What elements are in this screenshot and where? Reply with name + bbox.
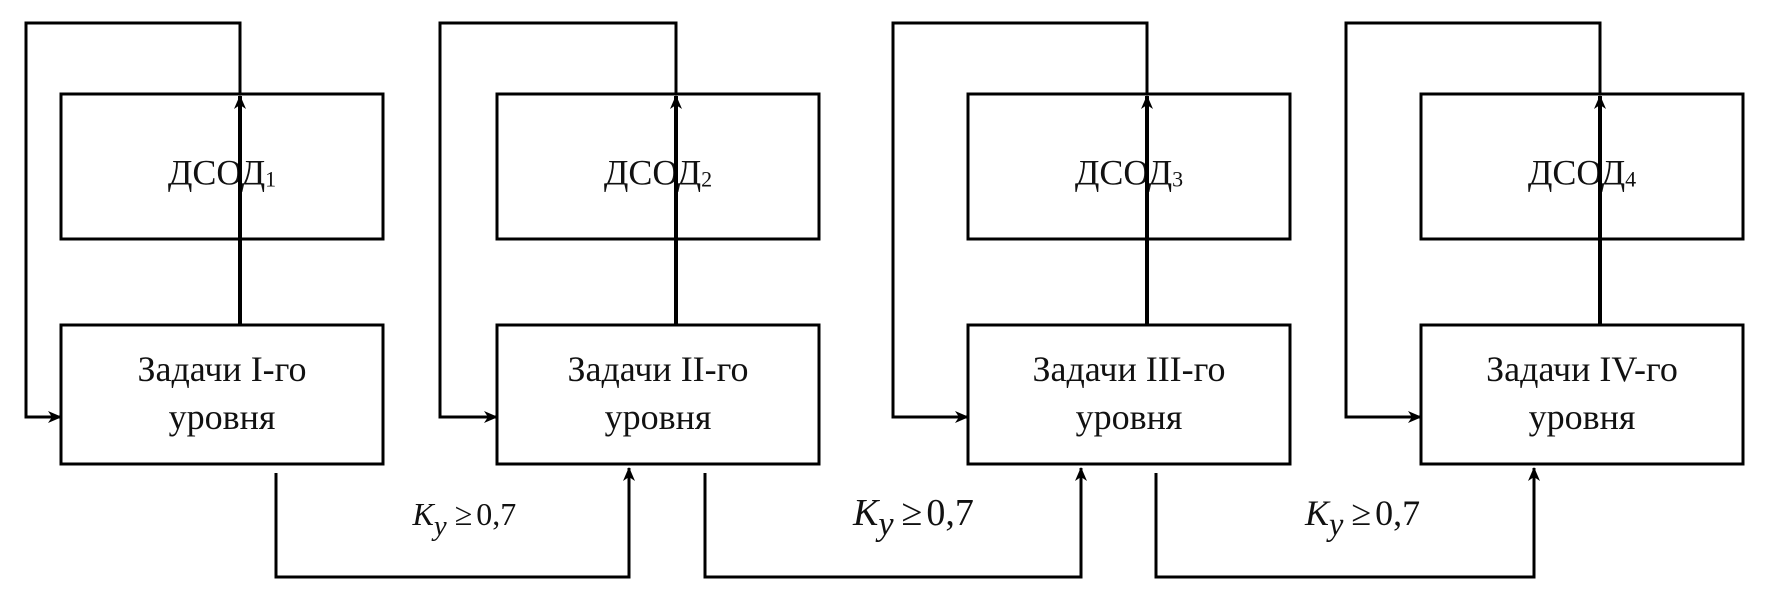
condition-op: ≥ <box>902 492 923 534</box>
feedback-loop-arrow <box>438 21 678 423</box>
condition-var: K <box>1304 493 1331 533</box>
dsod-index: 1 <box>265 167 276 192</box>
condition-op: ≥ <box>455 496 473 532</box>
task-label-line1: Задачи II-го <box>567 349 748 389</box>
condition-value: 0,7 <box>476 496 516 532</box>
dsod-name: ДСОД <box>1528 153 1625 193</box>
dsod-box <box>966 92 1292 241</box>
task-label-line2: уровня <box>169 397 276 437</box>
task-box <box>495 323 821 466</box>
task-label-line2: уровня <box>605 397 712 437</box>
condition-var: K <box>852 492 880 534</box>
condition-label: Ky≥0,7 <box>852 492 974 543</box>
feedback-loop-arrow <box>891 21 1149 423</box>
transition-3: Ky≥0,7 <box>1154 467 1540 579</box>
dsod-index: 4 <box>1625 167 1636 192</box>
dsod-name: ДСОД <box>1075 153 1172 193</box>
dsod-label: ДСОД2 <box>604 153 712 193</box>
dsod-box <box>1419 92 1745 241</box>
dsod-label: ДСОД4 <box>1528 153 1636 193</box>
condition-op: ≥ <box>1351 493 1371 533</box>
dsod-index: 3 <box>1172 167 1183 192</box>
task-box <box>966 323 1292 466</box>
task-label-line1: Задачи IV-го <box>1486 349 1678 389</box>
condition-label: Ky≥0,7 <box>412 496 517 542</box>
task-box <box>1419 323 1745 466</box>
feedback-loop-arrow <box>24 21 242 423</box>
transition-2: Ky≥0,7 <box>703 467 1087 579</box>
task-label-line2: уровня <box>1529 397 1636 437</box>
condition-var-sub: y <box>875 506 894 543</box>
condition-var-sub: y <box>1326 507 1344 543</box>
dsod-name: ДСОД <box>168 153 265 193</box>
task-label-line1: Задачи III-го <box>1032 349 1225 389</box>
task-label-line2: уровня <box>1076 397 1183 437</box>
transition-arrow <box>703 467 1087 579</box>
transition-arrow <box>1154 467 1540 579</box>
condition-value: 0,7 <box>926 492 974 534</box>
dsod-label: ДСОД3 <box>1075 153 1183 193</box>
dsod-box <box>59 92 385 241</box>
condition-value: 0,7 <box>1375 493 1420 533</box>
condition-label: Ky≥0,7 <box>1304 493 1420 543</box>
condition-var-sub: y <box>431 510 447 542</box>
dsod-label: ДСОД1 <box>168 153 276 193</box>
dsod-box <box>495 92 821 241</box>
dsod-name: ДСОД <box>604 153 701 193</box>
dsod-index: 2 <box>701 167 712 192</box>
feedback-loop-arrow <box>1344 21 1602 423</box>
transition-1: Ky≥0,7 <box>274 467 635 579</box>
task-box <box>59 323 385 466</box>
transition-arrow <box>274 467 635 579</box>
task-label-line1: Задачи I-го <box>137 349 306 389</box>
condition-var: K <box>412 496 436 532</box>
